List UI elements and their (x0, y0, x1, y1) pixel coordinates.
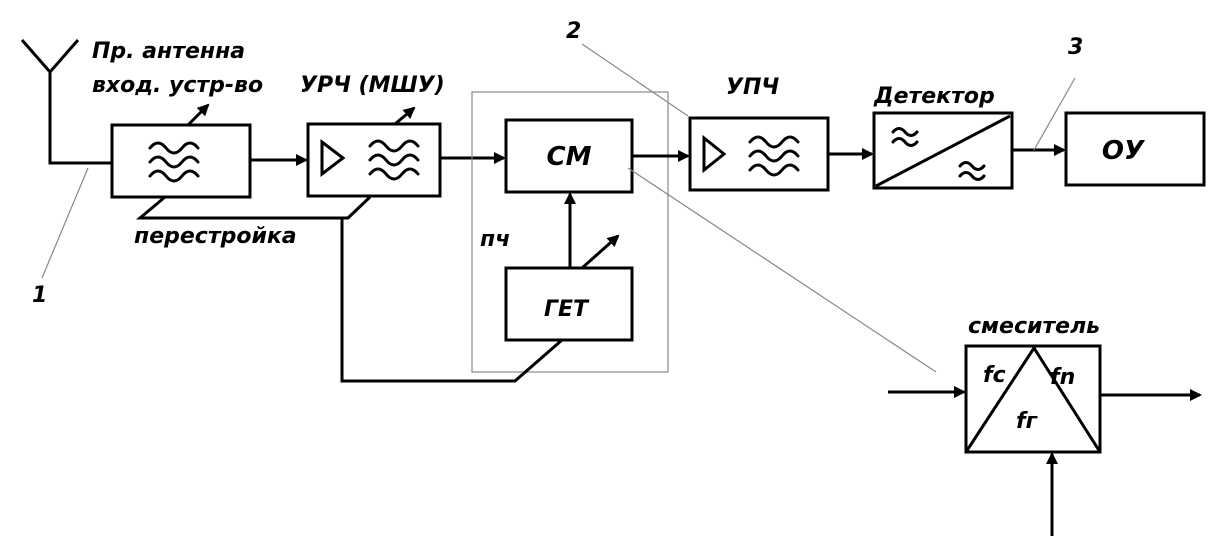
mixer-block: СМ (504, 118, 634, 194)
mixer-label: СМ (547, 142, 592, 172)
input-device-label: вход. устр-во (92, 73, 263, 98)
output-device-block: ОУ (1064, 111, 1206, 187)
antenna-icon (20, 39, 112, 165)
upch-block (688, 116, 830, 192)
tuning-label: перестройка (134, 224, 297, 249)
marker-3: 3 (1068, 35, 1083, 60)
fc-label: fc (983, 363, 1006, 388)
mixer-detail-title: смеситель (968, 314, 1100, 339)
antenna-label: Пр. антенна (92, 39, 245, 64)
urch-block (306, 106, 442, 198)
tuning-link-heterodyne (340, 218, 563, 383)
leader-1 (41, 167, 89, 279)
heterodyne-label: ГЕТ (544, 297, 590, 322)
marker-2: 2 (566, 19, 581, 44)
detector-label: Детектор (873, 84, 995, 109)
input-device-block (110, 103, 252, 199)
tuning-link-top (135, 195, 372, 220)
detector-block (872, 111, 1014, 190)
mixer-detail-block: fc fn fг (888, 344, 1202, 536)
fn-label: fn (1050, 365, 1075, 390)
leader-3 (1033, 77, 1076, 151)
leader-2 (581, 43, 689, 117)
marker-1: 1 (32, 283, 47, 308)
heterodyne-block: ГЕТ (504, 234, 634, 342)
fg-label: fг (1016, 409, 1039, 434)
leader-mixer-detail (627, 167, 937, 373)
frequency-changer-label: пч (480, 227, 510, 252)
output-device-label: ОУ (1102, 136, 1146, 166)
upch-label: УПЧ (726, 75, 779, 100)
frequency-changer-frame (471, 91, 669, 373)
urch-label: УРЧ (МШУ) (300, 73, 445, 98)
